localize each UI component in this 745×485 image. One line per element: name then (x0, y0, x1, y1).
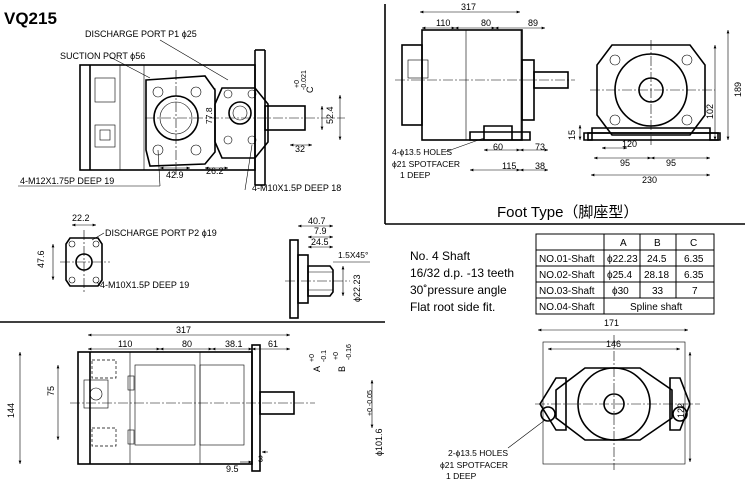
side-dim-101-6: ϕ101.6 (374, 428, 384, 456)
table-cell: 7 (692, 286, 698, 297)
flange-spotfacer: ϕ21 SPOTFACER (440, 460, 508, 470)
dim-22-2: 22.2 (72, 213, 90, 223)
table-header-a: A (620, 238, 627, 249)
side-a-tol-top: +0 (309, 354, 316, 362)
side-a-tol-bot: -0.1 (321, 350, 328, 362)
m10-callout-a: 4-M10X1.5P DEEP 18 (252, 183, 341, 193)
shaft-spec-line2: 16/32 d.p. -13 teeth (410, 266, 514, 280)
side-dim-75: 75 (46, 386, 56, 396)
side-dim-80: 80 (182, 339, 192, 349)
flange-dim-122: 122 (676, 403, 686, 418)
dim-32: 32 (295, 144, 305, 154)
chamfer-label: 1.5X45° (338, 250, 368, 260)
side-dim-3: 3 (258, 454, 263, 464)
foot-dim-120: 120 (622, 139, 637, 149)
side-dim-38-1: 38.1 (225, 339, 243, 349)
table-cell: 33 (652, 286, 664, 297)
discharge-p2-view (60, 230, 110, 292)
foot-type-title: Foot Type（脚座型） (497, 204, 638, 221)
flange-dim-171: 171 (604, 318, 619, 328)
table-cell: 24.5 (647, 254, 667, 265)
table-header-b: B (654, 238, 661, 249)
side-dim-110: 110 (118, 339, 132, 349)
foot-spotfacer: ϕ21 SPOTFACER (392, 159, 460, 169)
bottom-side-view (70, 344, 315, 472)
table-cell: 6.35 (684, 270, 704, 281)
dim-7-9: 7.9 (314, 226, 327, 236)
foot-dim-230: 230 (642, 175, 657, 185)
foot-dim-89: 89 (528, 18, 538, 28)
side-b-tol-top: +0 (333, 352, 340, 360)
table-cell: ϕ30 (612, 286, 629, 297)
m12-callout: 4-M12X1.75P DEEP 19 (20, 176, 114, 186)
dim-40-7: 40.7 (308, 216, 326, 226)
table-cell: 6.35 (684, 254, 704, 265)
dim-26-2: 26.2 (206, 166, 224, 176)
discharge-p2-label: DISCHARGE PORT P2 ϕ19 (105, 228, 217, 238)
shaft-spec-line3: 30˚pressure angle (410, 283, 507, 297)
main-pump-view (79, 49, 345, 186)
table-cell: NO.02-Shaft (539, 270, 595, 281)
foot-dim-15: 15 (567, 130, 577, 140)
side-dim-9-5: 9.5 (226, 464, 239, 474)
shaft-spec-line4: Flat root side fit. (410, 300, 495, 314)
foot-type-front-view (583, 40, 721, 145)
foot-type-frame (384, 4, 745, 225)
discharge-p1-label: DISCHARGE PORT P1 ϕ25 (85, 29, 197, 39)
foot-dim-38: 38 (535, 161, 545, 171)
table-cell: NO.04-Shaft (539, 302, 595, 313)
suction-port-label: SUCTION PORT ϕ56 (60, 51, 145, 61)
m10-callout-b: 4-M10X1.5P DEEP 19 (100, 280, 189, 290)
shaft-table: A B C NO.01-Shaft ϕ22.23 24.5 6.35 NO.02… (535, 233, 715, 315)
side-dim-61: 61 (268, 339, 278, 349)
foot-dim-60: 60 (493, 142, 503, 152)
table-cell: 28.18 (644, 270, 669, 281)
table-cell: Spline shaft (630, 302, 682, 313)
side-b-letter: B (337, 366, 347, 372)
dim-52-4: 52.4 (325, 106, 335, 124)
shaft-spec-line1: No. 4 Shaft (410, 249, 471, 263)
side-dim-317: 317 (176, 325, 191, 335)
flange-dim-146: 146 (606, 339, 621, 349)
dim-42-9: 42.9 (166, 170, 184, 180)
side-dim-144: 144 (6, 403, 16, 418)
flange-deep: 1 DEEP (446, 471, 477, 481)
foot-dim-102: 102 (705, 104, 715, 119)
table-cell: NO.01-Shaft (539, 254, 595, 265)
flange-front-view (535, 335, 700, 470)
foot-dim-115: 115 (502, 161, 516, 171)
foot-holes: 4-ϕ13.5 HOLES (392, 147, 452, 157)
dim-c-tol-bot: -0.021 (301, 70, 308, 90)
foot-dim-73: 73 (535, 142, 545, 152)
dim-47-6: 47.6 (36, 250, 46, 268)
flange-holes: 2-ϕ13.5 HOLES (448, 448, 508, 458)
dim-24-5: 24.5 (311, 237, 329, 247)
side-b-tol-bot: -0.16 (346, 344, 353, 360)
foot-dim-317: 317 (461, 2, 476, 12)
foot-dim-95b: 95 (666, 158, 676, 168)
dim-c-letter: C (305, 86, 315, 93)
dim-c-tol-top: +0 (294, 80, 301, 88)
foot-type-side-view (395, 29, 575, 141)
dim-77-8: 77.8 (204, 107, 214, 124)
shaft-view (285, 239, 350, 319)
foot-dim-189: 189 (733, 82, 743, 97)
model-title: VQ215 (4, 9, 57, 28)
foot-dim-80: 80 (481, 18, 491, 28)
table-cell: ϕ25.4 (607, 270, 633, 281)
side-dim-101-6-tol: +0 -0.05 (367, 390, 374, 416)
foot-dim-95a: 95 (620, 158, 630, 168)
foot-dim-110: 110 (436, 18, 450, 28)
side-a-letter: A (312, 366, 322, 372)
table-header-c: C (690, 238, 697, 249)
table-cell: NO.03-Shaft (539, 286, 595, 297)
foot-deep: 1 DEEP (400, 170, 431, 180)
table-cell: ϕ22.23 (607, 254, 638, 265)
dim-22-23: ϕ22.23 (352, 274, 362, 302)
